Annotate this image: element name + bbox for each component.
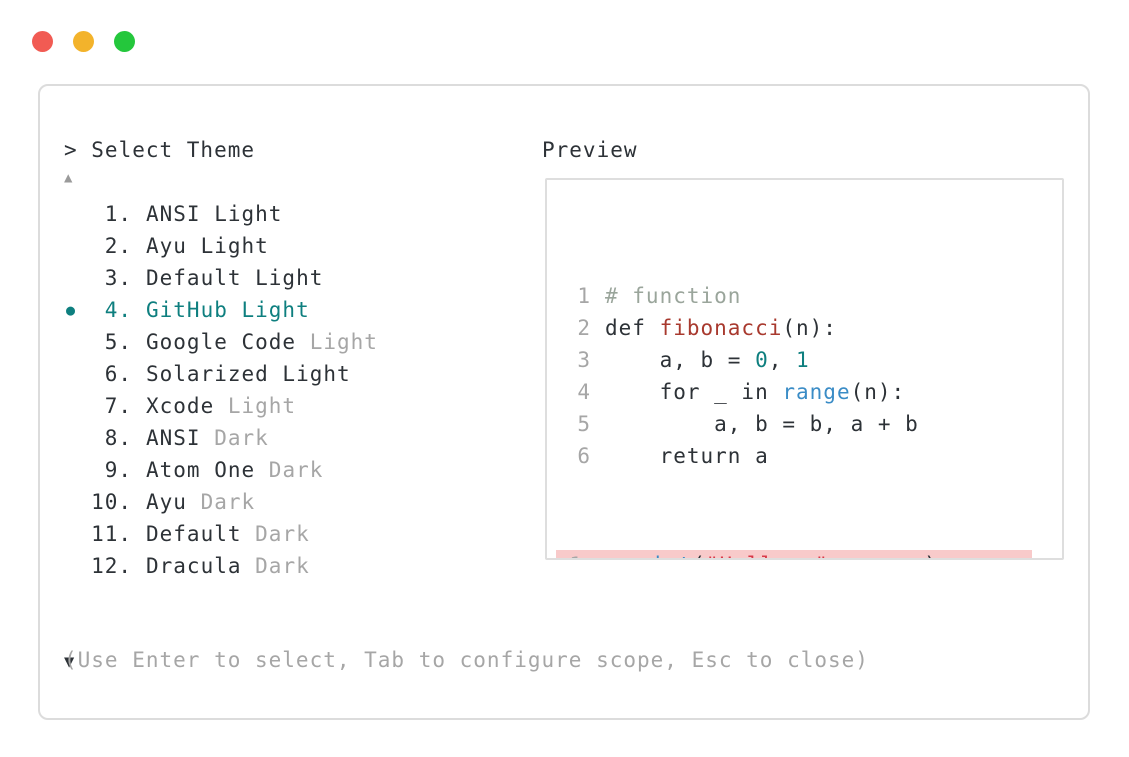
- line-number: 2: [577, 316, 591, 340]
- scroll-up-icon[interactable]: ▲: [64, 170, 74, 186]
- minimize-button[interactable]: [73, 31, 94, 52]
- code-line: 2 def fibonacci(n):: [577, 312, 1062, 344]
- theme-name: Default Light: [146, 266, 324, 290]
- theme-name: Default: [146, 522, 242, 546]
- theme-name: Dracula: [146, 554, 242, 578]
- code-token: a, b = b, a + b: [605, 412, 919, 436]
- theme-list: 1. ANSI Light 2. Ayu Light 3. Default Light ● 4…: [40, 198, 510, 582]
- code-token: (n):: [782, 316, 837, 340]
- diff-lines: 1 - print("Hello, " + name)1 + print(f"H…: [556, 550, 1062, 558]
- theme-name: ANSI: [146, 426, 201, 450]
- theme-option-3[interactable]: 3. Default Light: [40, 262, 510, 294]
- theme-number: 10.: [91, 490, 132, 514]
- selected-bullet-icon: ●: [66, 301, 76, 319]
- theme-option-10[interactable]: 10. Ayu Dark: [40, 486, 510, 518]
- theme-option-12[interactable]: 12. Dracula Dark: [40, 550, 510, 582]
- code-text: # function: [605, 280, 741, 312]
- theme-variant: Dark: [186, 490, 256, 514]
- theme-number: 7.: [104, 394, 132, 418]
- theme-number: 11.: [91, 522, 132, 546]
- code-text: a, b = 0, 1: [605, 344, 810, 376]
- code-token: a, b =: [605, 348, 756, 372]
- theme-option-8[interactable]: 8. ANSI Dark: [40, 422, 510, 454]
- code-line: 5 a, b = b, a + b: [577, 408, 1062, 440]
- code-token: 0: [755, 348, 769, 372]
- theme-name: Atom One: [146, 458, 256, 482]
- code-token: (: [692, 553, 706, 558]
- theme-option-7[interactable]: 7. Xcode Light: [40, 390, 510, 422]
- line-number: 4: [577, 380, 591, 404]
- theme-number: 2.: [104, 234, 132, 258]
- code-text: def fibonacci(n):: [605, 312, 837, 344]
- code-token: "Hello, ": [706, 553, 829, 558]
- code-token: ,: [768, 348, 797, 372]
- help-text: (Use Enter to select, Tab to configure s…: [64, 648, 869, 672]
- theme-variant: Light: [296, 330, 378, 354]
- code-line: 6 return a: [577, 440, 1062, 472]
- theme-variant: Dark: [255, 458, 324, 482]
- code-token: + name): [829, 553, 938, 558]
- zoom-button[interactable]: [114, 31, 135, 52]
- theme-number: 5.: [104, 330, 132, 354]
- theme-variant: Dark: [241, 554, 310, 578]
- code-line: 3 a, b = 0, 1: [577, 344, 1062, 376]
- theme-variant: Dark: [241, 522, 310, 546]
- theme-number: 4.: [104, 298, 132, 322]
- theme-search-prompt[interactable]: > Select Theme: [64, 138, 256, 162]
- code-line: 1 # function: [577, 280, 1062, 312]
- diff-line-removed: 1 - print("Hello, " + name): [556, 550, 1032, 558]
- theme-option-5[interactable]: 5. Google Code Light: [40, 326, 510, 358]
- theme-number: 12.: [91, 554, 132, 578]
- theme-picker-window: > Select Theme ▲ 1. ANSI Light 2. Ayu Light…: [38, 84, 1090, 720]
- code-token: (n):: [850, 380, 906, 404]
- line-number: 6: [577, 444, 591, 468]
- theme-variant: Dark: [200, 426, 269, 450]
- preview-label: Preview: [542, 138, 638, 162]
- theme-number: 8.: [104, 426, 132, 450]
- theme-number: 3.: [104, 266, 132, 290]
- theme-option-2[interactable]: 2. Ayu Light: [40, 230, 510, 262]
- code-token: 1: [796, 348, 810, 372]
- theme-number: 6.: [104, 362, 132, 386]
- theme-option-4[interactable]: ● 4. GitHub Light: [40, 294, 510, 326]
- code-text: print("Hello, " + name): [624, 550, 938, 558]
- theme-variant: Light: [214, 394, 297, 418]
- theme-option-11[interactable]: 11. Default Dark: [40, 518, 510, 550]
- code-text: return a: [605, 440, 769, 472]
- line-number: 1: [577, 284, 591, 308]
- theme-name: Ayu Light: [146, 234, 269, 258]
- theme-name: Google Code: [146, 330, 297, 354]
- code-token: fibonacci: [659, 316, 783, 340]
- code-text: a, b = b, a + b: [605, 408, 919, 440]
- diff-sign: -: [583, 550, 624, 558]
- theme-name: GitHub Light: [146, 298, 310, 322]
- theme-name: Ayu: [146, 490, 187, 514]
- theme-number: 9.: [104, 458, 132, 482]
- theme-name: ANSI Light: [146, 202, 283, 226]
- theme-option-1[interactable]: 1. ANSI Light: [40, 198, 510, 230]
- close-button[interactable]: [32, 31, 53, 52]
- code-token: def: [605, 316, 660, 340]
- theme-option-6[interactable]: 6. Solarized Light: [40, 358, 510, 390]
- line-number: 5: [577, 412, 591, 436]
- code-token: return a: [605, 444, 769, 468]
- theme-number: 1.: [104, 202, 132, 226]
- code-text: for _ in range(n):: [605, 376, 905, 408]
- code-token: for _ in: [605, 380, 783, 404]
- code-token: range: [782, 380, 851, 404]
- window-controls: [32, 31, 135, 52]
- line-number: 1: [569, 550, 583, 558]
- theme-name: Xcode: [146, 394, 215, 418]
- code-line: 4 for _ in range(n):: [577, 376, 1062, 408]
- theme-name: Solarized Light: [146, 362, 351, 386]
- theme-option-9[interactable]: 9. Atom One Dark: [40, 454, 510, 486]
- code-token: print: [624, 553, 692, 558]
- scroll-down-icon[interactable]: ▼: [64, 652, 76, 672]
- line-number: 3: [577, 348, 591, 372]
- code-token: # function: [605, 284, 742, 308]
